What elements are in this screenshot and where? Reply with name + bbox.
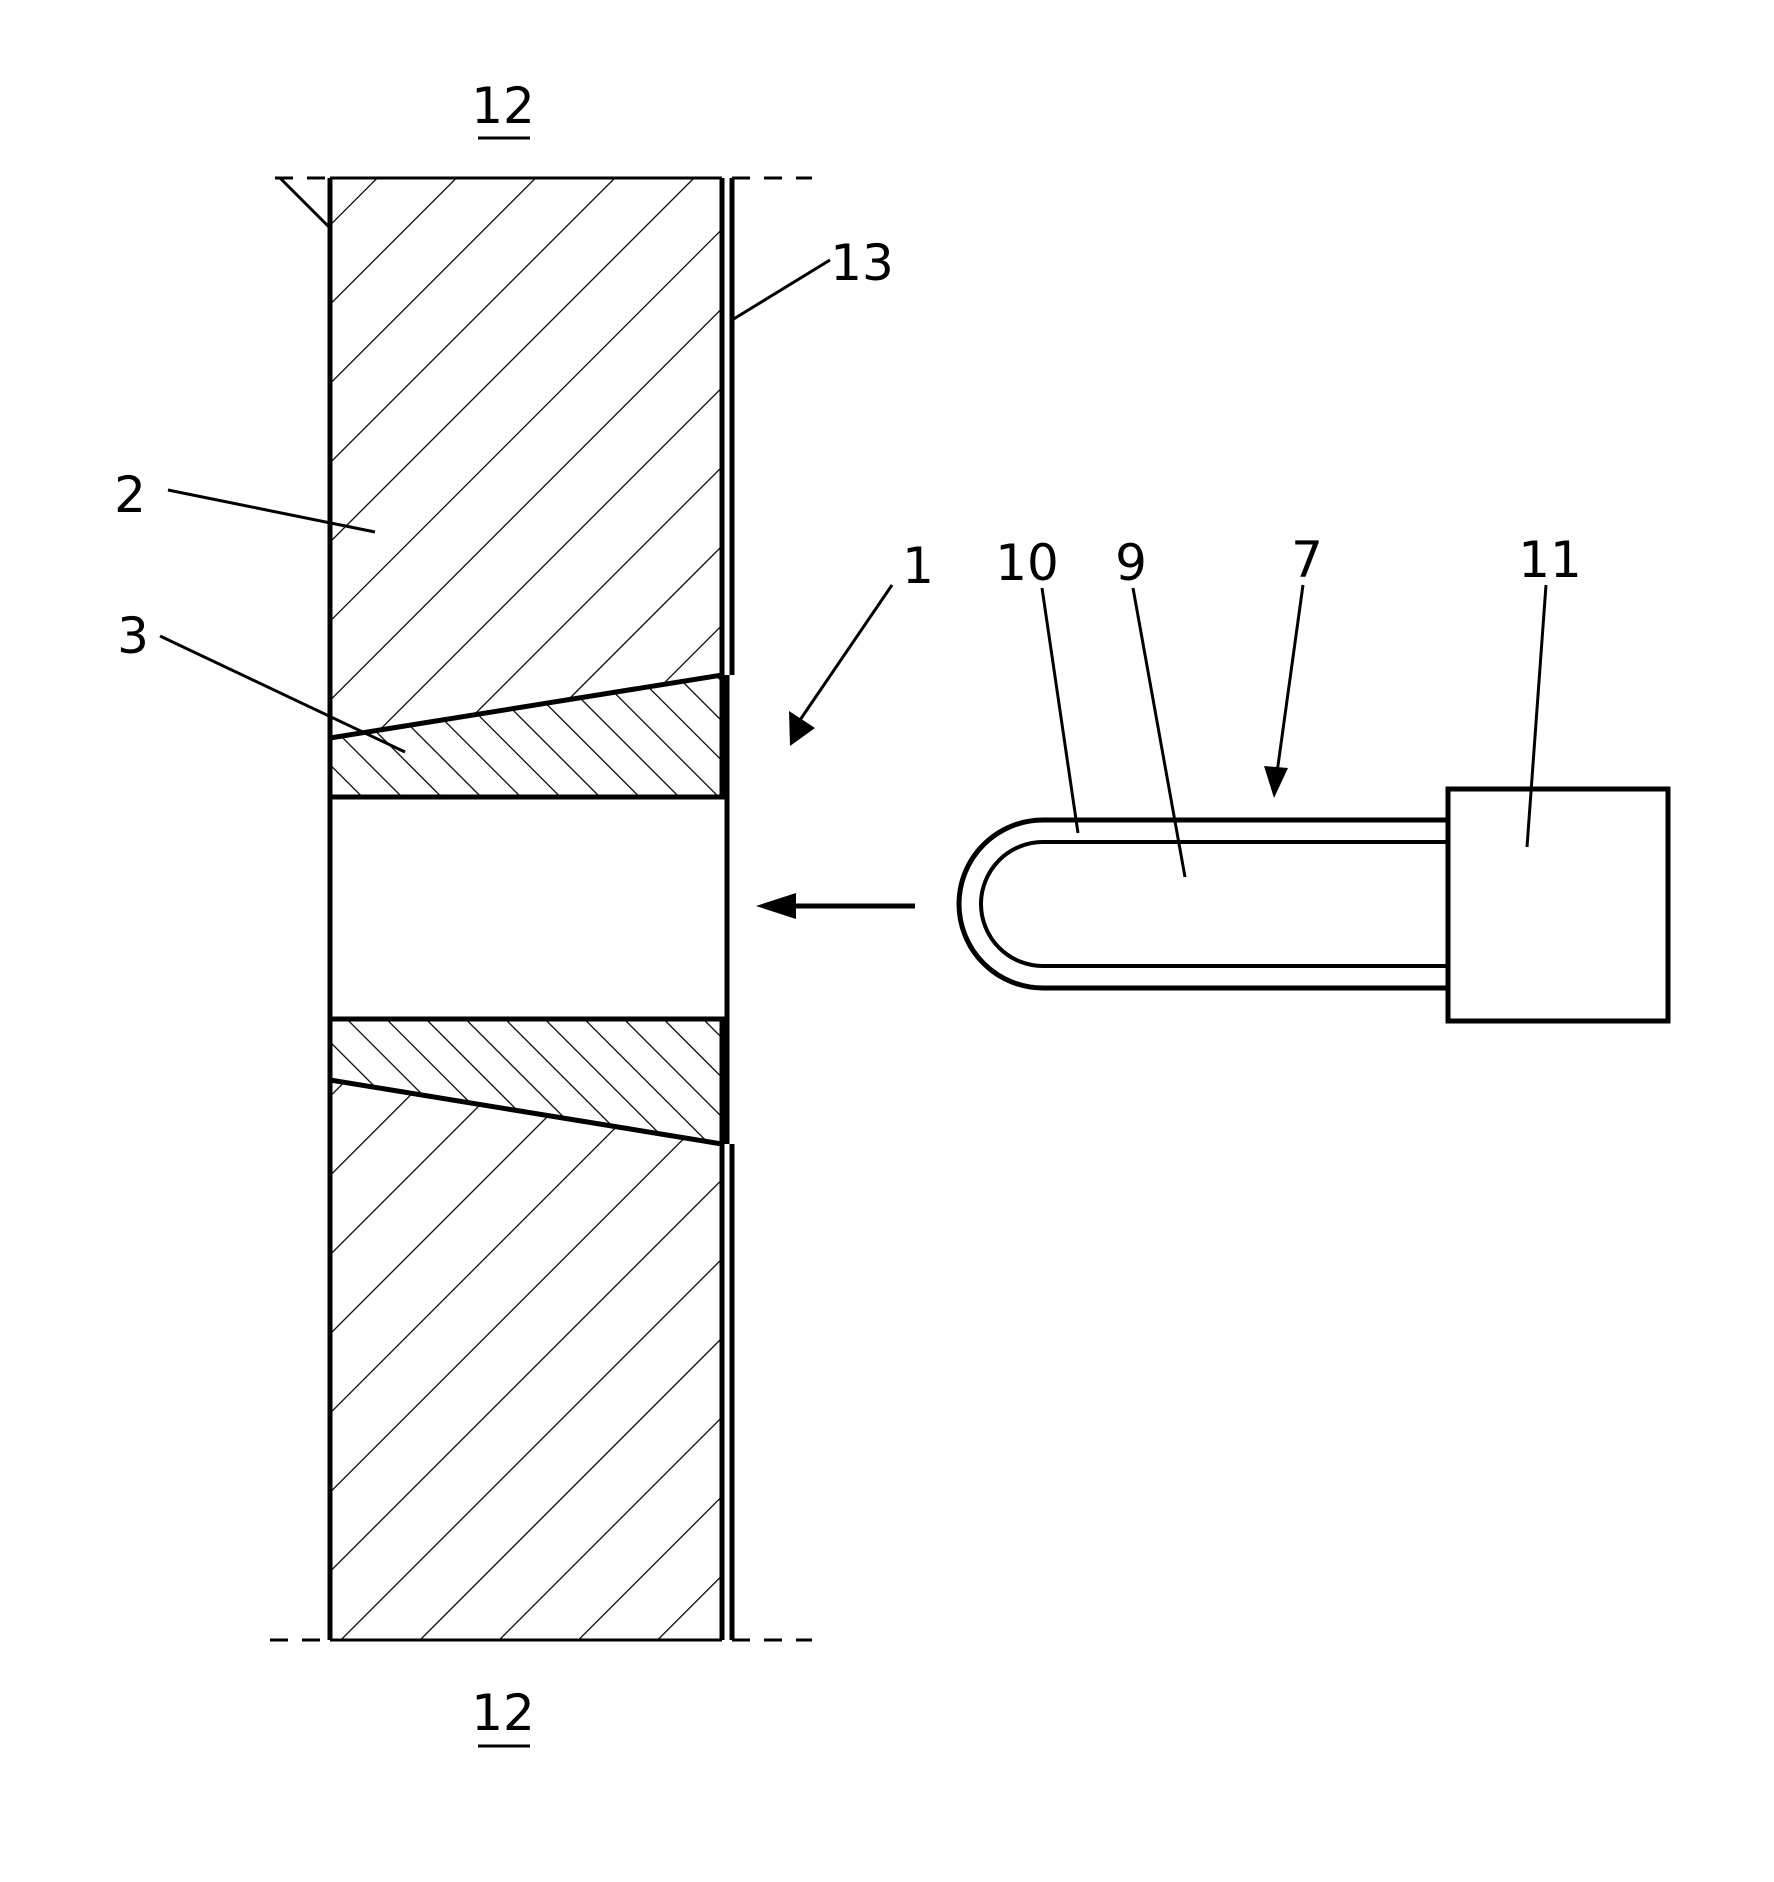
- leader-7: [1276, 585, 1303, 780]
- leader-9: [1133, 588, 1185, 877]
- probe-sleeve-outer: [959, 820, 1448, 988]
- probe-device: [959, 789, 1668, 1021]
- leader-10: [1042, 588, 1078, 833]
- leader-7-arrowhead: [1264, 766, 1288, 798]
- ref-label-13: 13: [830, 234, 894, 292]
- ref-label-1: 1: [902, 537, 934, 595]
- leader-13: [732, 260, 830, 320]
- ref-label-12-bottom: 12: [471, 1684, 535, 1742]
- ref-label-9: 9: [1115, 534, 1147, 592]
- ref-label-11: 11: [1518, 531, 1582, 589]
- ref-label-12-top: 12: [471, 77, 535, 135]
- hatch-overhang-line: [280, 178, 330, 228]
- wall-lower-section: [330, 1080, 722, 1640]
- probe-housing: [1448, 789, 1668, 1021]
- ref-label-2: 2: [114, 466, 146, 524]
- leader-1: [800, 585, 892, 720]
- probe-core-inner: [981, 842, 1448, 966]
- ref-label-10: 10: [995, 534, 1059, 592]
- ref-label-7: 7: [1291, 531, 1323, 589]
- insertion-arrow: [756, 893, 915, 919]
- ref-label-3: 3: [117, 607, 149, 665]
- opening: [330, 797, 722, 1019]
- wall-upper-section: [330, 178, 722, 738]
